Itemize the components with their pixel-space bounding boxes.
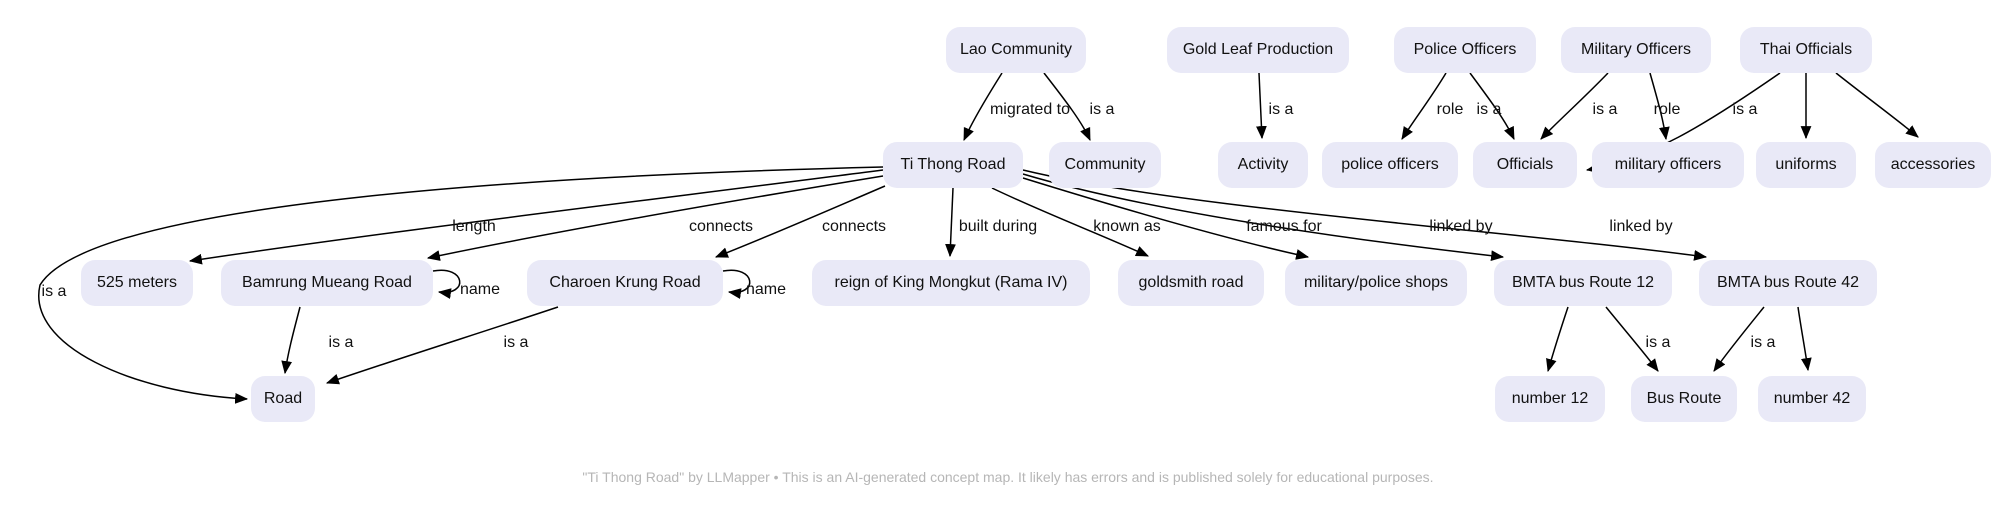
- edge-ti-thong-road-to-bmta-bus-route-12: [1022, 173, 1505, 262]
- edge-label: is a: [328, 334, 354, 351]
- edge-ti-thong-road-to-goldsmith-road: [991, 187, 1149, 257]
- edge-ti-thong-road-to-road: [38, 166, 884, 404]
- edge-label: migrated to: [989, 101, 1071, 118]
- edge-label: linked by: [1429, 218, 1493, 235]
- edge-bamrung-mueang-road-to-road: [281, 306, 301, 375]
- node-ti-thong-road: Ti Thong Road: [883, 142, 1023, 188]
- node-bmta-bus-route-42: BMTA bus Route 42: [1699, 260, 1877, 306]
- edge-label: is a: [503, 334, 529, 351]
- node-bus-route: Bus Route: [1631, 376, 1737, 422]
- node-road: Road: [251, 376, 315, 422]
- node-officials: Officials: [1473, 142, 1577, 188]
- node-bamrung-mueang-road: Bamrung Mueang Road: [221, 260, 433, 306]
- edge-lao-community-to-community: [1043, 72, 1091, 141]
- edge-label: is a: [1732, 101, 1758, 118]
- edge-label: is a: [1645, 334, 1671, 351]
- node-community: Community: [1049, 142, 1161, 188]
- edge-label: connects: [821, 218, 887, 235]
- edge-ti-thong-road-to-military-police-shops: [1022, 177, 1310, 260]
- edge-label: role: [1436, 101, 1464, 118]
- edge-label: is a: [1268, 101, 1294, 118]
- edge-label: connects: [688, 218, 754, 235]
- edge-label: famous for: [1246, 218, 1322, 235]
- edge-label: linked by: [1609, 218, 1673, 235]
- node-activity: Activity: [1218, 142, 1308, 188]
- edge-label: is a: [41, 283, 67, 300]
- edge-bamrung-mueang-road-to-bamrung-mueang-road: [432, 269, 461, 299]
- node-bmta-bus-route-12: BMTA bus Route 12: [1494, 260, 1672, 306]
- edge-ti-thong-road-to-bamrung-mueang-road: [426, 175, 884, 261]
- edge-label: is a: [1592, 101, 1618, 118]
- footer-attribution: "Ti Thong Road" by LLMapper • This is an…: [582, 469, 1434, 485]
- node-number-42: number 42: [1758, 376, 1866, 422]
- node-gold-leaf-production: Gold Leaf Production: [1167, 27, 1349, 73]
- edge-label: is a: [1089, 101, 1115, 118]
- edge-label: known as: [1093, 218, 1161, 235]
- edge-bmta-bus-route-12-to-bus-route: [1605, 306, 1659, 372]
- node-goldsmith-road: goldsmith road: [1118, 260, 1264, 306]
- node-military-police-shops: military/police shops: [1285, 260, 1467, 306]
- edge-police-officers-group-to-officials: [1469, 72, 1515, 140]
- node-uniforms: uniforms: [1756, 142, 1856, 188]
- node-military-officers: military officers: [1592, 142, 1744, 188]
- node-thai-officials: Thai Officials: [1740, 27, 1872, 73]
- edge-charoen-krung-road-to-charoen-krung-road: [722, 269, 751, 299]
- edge-ti-thong-road-to-meters-525: [188, 169, 884, 265]
- edge-label: role: [1653, 101, 1681, 118]
- edge-police-officers-group-to-police-officers: [1401, 72, 1447, 140]
- edge-military-officers-group-to-officials: [1540, 72, 1609, 140]
- edge-ti-thong-road-to-charoen-krung-road: [714, 185, 886, 258]
- node-reign-king-mongkut: reign of King Mongkut (Rama IV): [812, 260, 1090, 306]
- edge-bmta-bus-route-42-to-number-42: [1797, 306, 1812, 372]
- node-charoen-krung-road: Charoen Krung Road: [527, 260, 723, 306]
- edge-lao-community-to-ti-thong-road: [963, 72, 1003, 141]
- node-meters-525: 525 meters: [81, 260, 193, 306]
- node-police-officers: police officers: [1322, 142, 1458, 188]
- edge-military-officers-group-to-military-officers: [1649, 72, 1670, 141]
- edge-label: is a: [1750, 334, 1776, 351]
- edge-charoen-krung-road-to-road: [325, 306, 559, 385]
- node-military-officers-group: Military Officers: [1561, 27, 1711, 73]
- node-lao-community: Lao Community: [946, 27, 1086, 73]
- edge-label: length: [452, 218, 496, 235]
- edge-label: built during: [958, 218, 1038, 235]
- edge-bmta-bus-route-12-to-number-12: [1546, 306, 1569, 373]
- edge-label: name: [745, 281, 787, 298]
- node-number-12: number 12: [1495, 376, 1605, 422]
- node-accessories: accessories: [1875, 142, 1991, 188]
- edge-label: name: [459, 281, 501, 298]
- edge-bmta-bus-route-42-to-bus-route: [1713, 306, 1765, 372]
- edge-label: is a: [1476, 101, 1502, 118]
- edge-ti-thong-road-to-reign-king-mongkut: [945, 187, 956, 258]
- node-police-officers-group: Police Officers: [1394, 27, 1536, 73]
- edge-gold-leaf-production-to-activity: [1255, 72, 1267, 140]
- edge-thai-officials-to-accessories: [1835, 72, 1919, 138]
